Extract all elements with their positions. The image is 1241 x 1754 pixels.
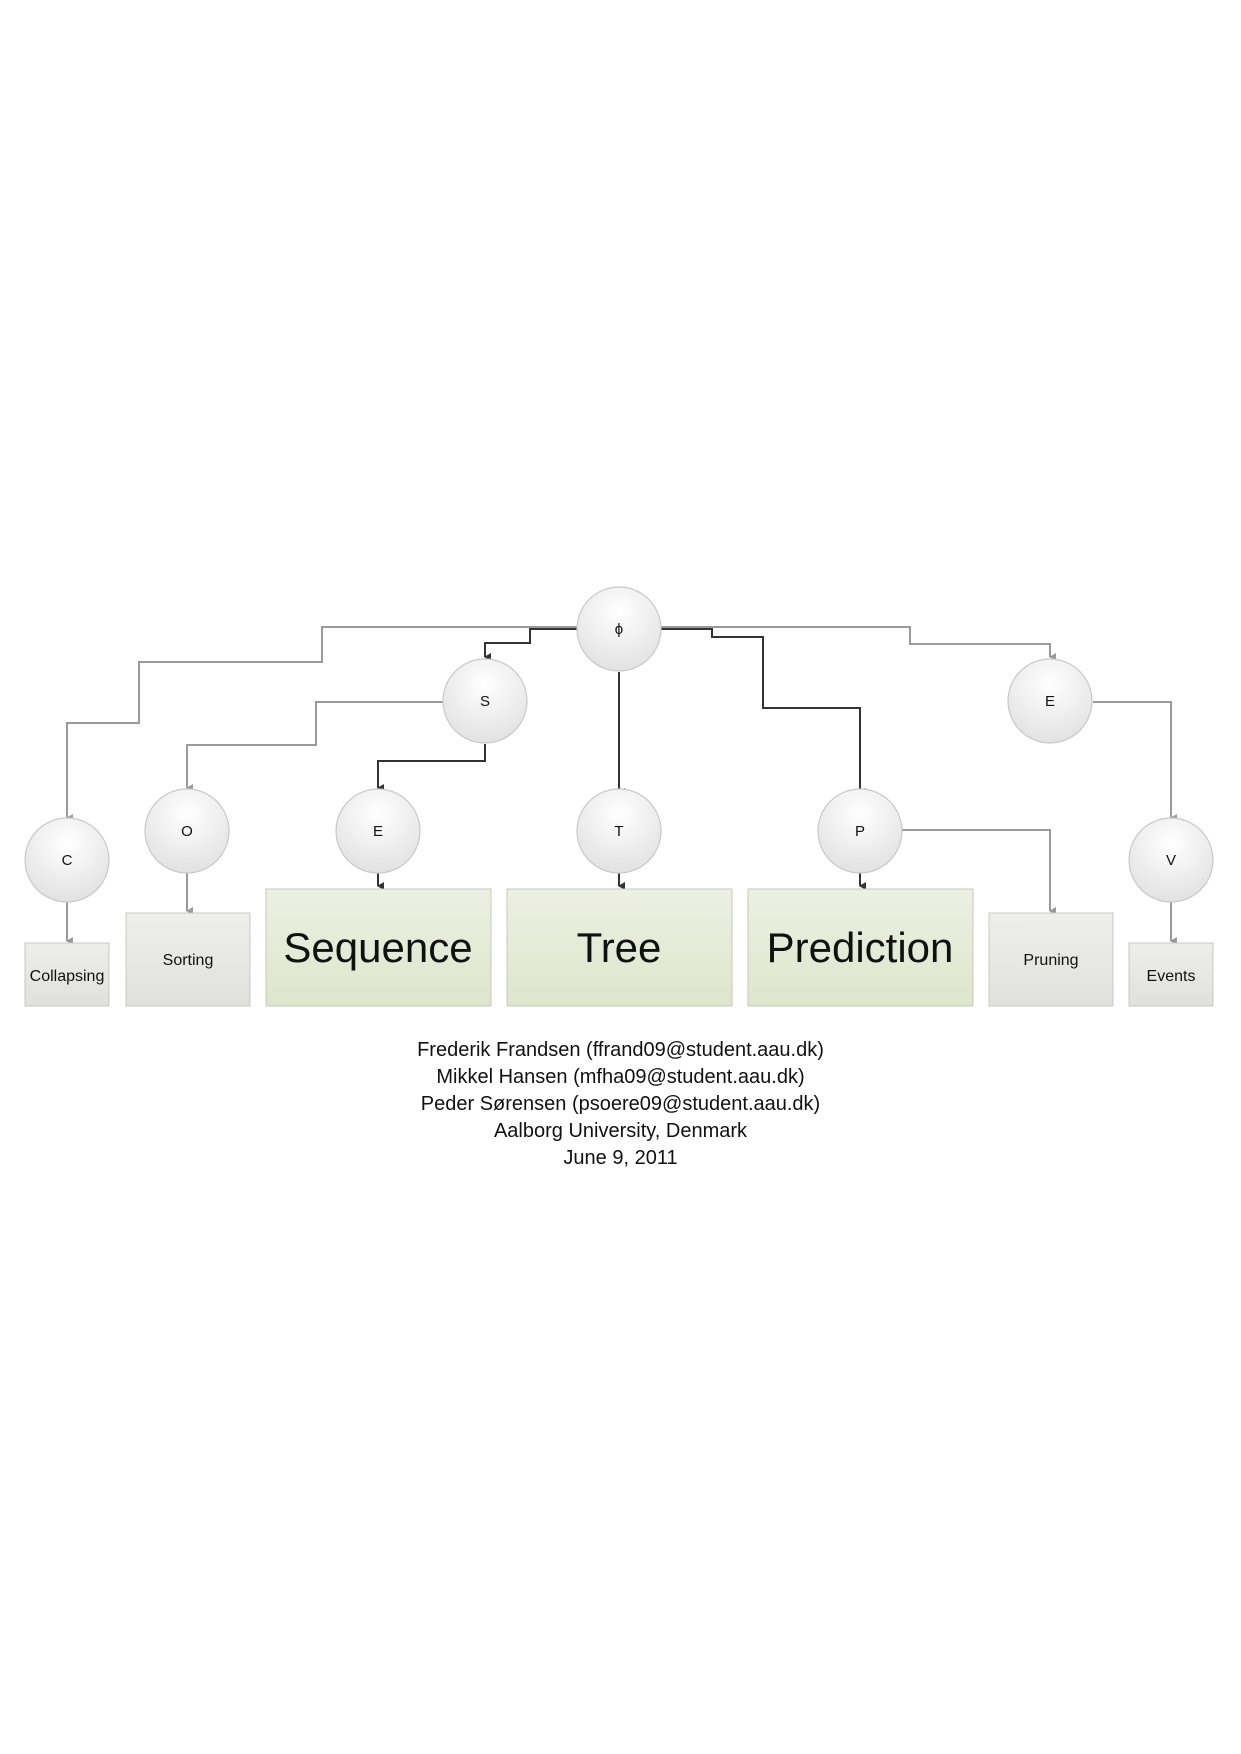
node-o: O bbox=[144, 788, 230, 874]
edge-root-p bbox=[661, 628, 866, 796]
node-v: V bbox=[1128, 817, 1214, 903]
edge-s-o bbox=[186, 701, 444, 792]
leaf-tree: Tree bbox=[506, 888, 733, 1007]
author-block: Frederik Frandsen (ffrand09@student.aau.… bbox=[0, 1037, 1241, 1172]
node-o-label: O bbox=[181, 823, 193, 840]
author-line: Mikkel Hansen (mfha09@student.aau.dk) bbox=[436, 1066, 805, 1088]
author-line: Peder Sørensen (psoere09@student.aau.dk) bbox=[420, 1093, 821, 1115]
node-p: P bbox=[817, 788, 903, 874]
affiliation-line: Aalborg University, Denmark bbox=[493, 1120, 748, 1142]
leaf-sequence: Sequence bbox=[265, 888, 492, 1007]
date-line: June 9, 2011 bbox=[563, 1147, 678, 1169]
edge-p-pruning bbox=[902, 829, 1056, 915]
leaf-collapsing: Collapsing bbox=[24, 942, 110, 1007]
node-root-label: ϕ bbox=[615, 621, 623, 638]
edges bbox=[66, 626, 1177, 945]
node-e-right: E bbox=[1007, 658, 1093, 744]
node-t: T bbox=[576, 788, 662, 874]
leaf-sorting: Sorting bbox=[125, 912, 251, 1007]
leaf-collapsing-label: Collapsing bbox=[30, 968, 105, 985]
node-e-mid: E bbox=[335, 788, 421, 874]
leaf-sorting-label: Sorting bbox=[163, 952, 214, 969]
node-t-label: T bbox=[614, 823, 623, 840]
leaf-sequence-label: Sequence bbox=[283, 924, 472, 971]
node-v-label: V bbox=[1166, 852, 1176, 869]
node-c-label: C bbox=[62, 852, 73, 869]
node-c: C bbox=[24, 817, 110, 903]
leaf-prediction: Prediction bbox=[747, 888, 974, 1007]
author-line: Frederik Frandsen (ffrand09@student.aau.… bbox=[417, 1039, 824, 1061]
node-s-label: S bbox=[480, 693, 490, 710]
edge-root-s bbox=[484, 628, 578, 661]
leaf-events-label: Events bbox=[1147, 968, 1196, 985]
leaf-prediction-label: Prediction bbox=[767, 924, 954, 971]
node-e-mid-label: E bbox=[373, 823, 383, 840]
edge-root-e bbox=[661, 626, 1056, 661]
leaf-tree-label: Tree bbox=[577, 924, 662, 971]
node-e-right-label: E bbox=[1045, 693, 1055, 710]
edge-e-v bbox=[1093, 701, 1177, 822]
edge-s-e bbox=[377, 744, 486, 792]
node-s: S bbox=[442, 658, 528, 744]
node-root: ϕ bbox=[576, 586, 662, 672]
edge-root-c bbox=[66, 626, 578, 822]
leaf-pruning-label: Pruning bbox=[1023, 952, 1078, 969]
node-p-label: P bbox=[855, 823, 865, 840]
leaf-events: Events bbox=[1128, 942, 1214, 1007]
leaf-pruning: Pruning bbox=[988, 912, 1114, 1007]
